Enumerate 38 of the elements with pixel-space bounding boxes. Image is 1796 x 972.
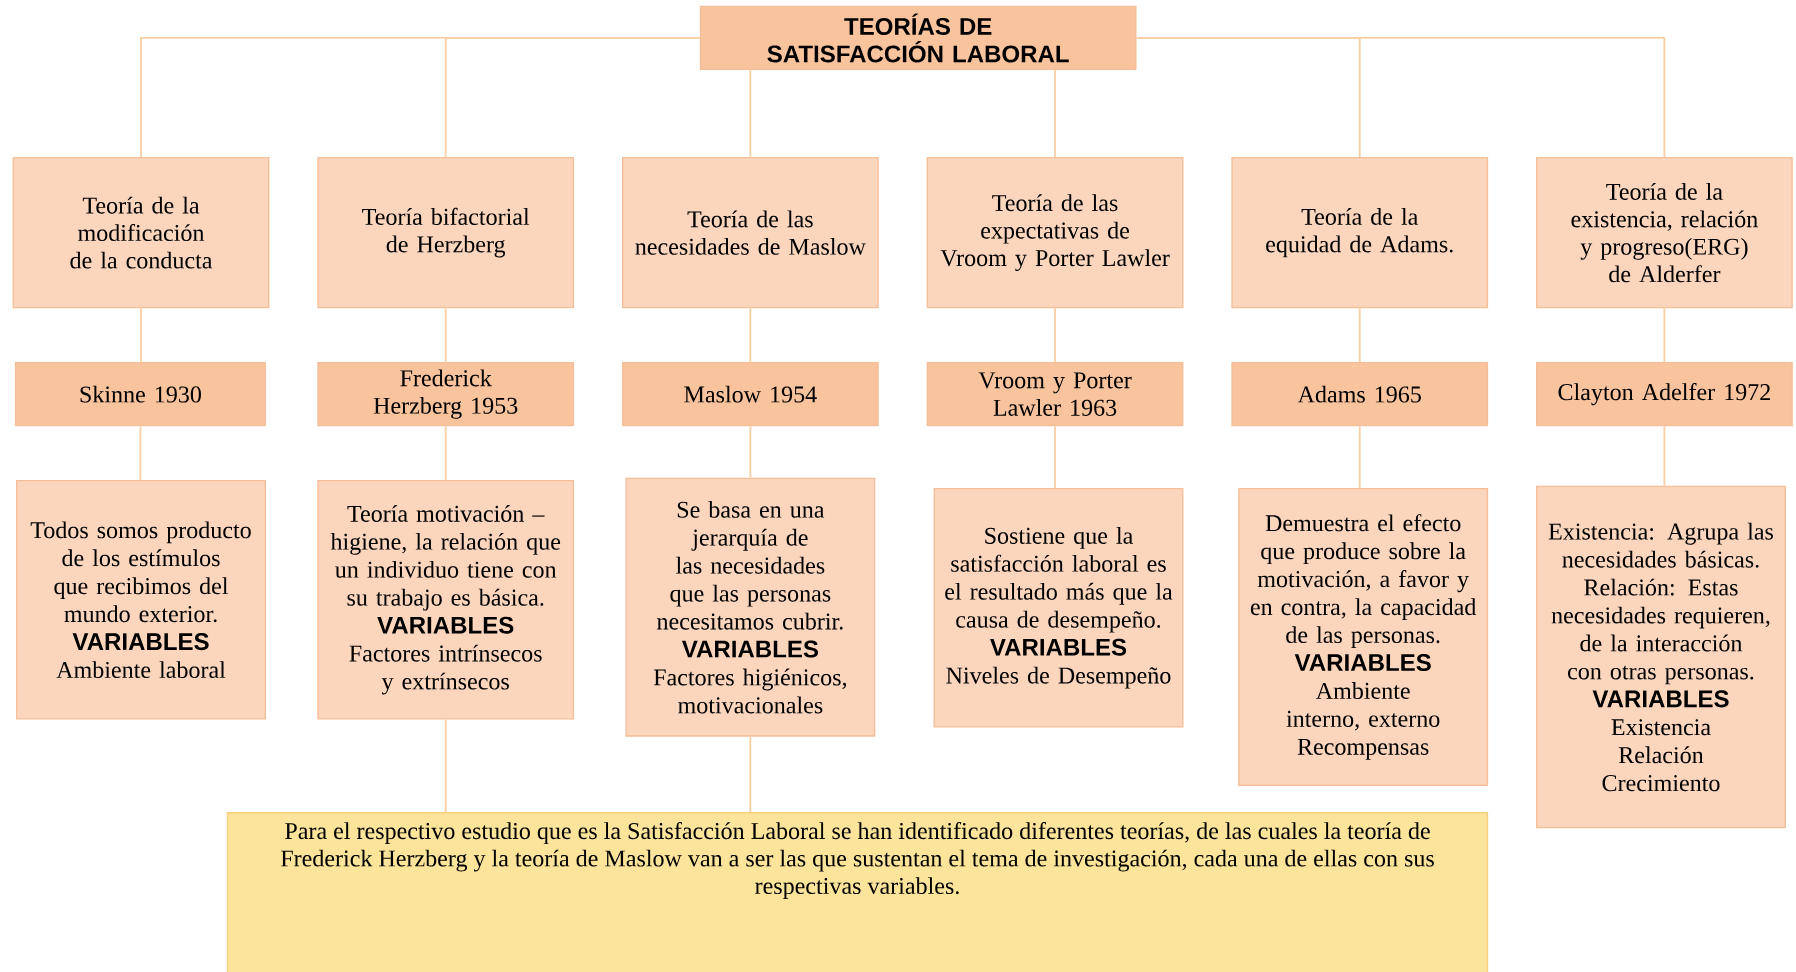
connector-line [1663, 425, 1666, 487]
author-box: Adams 1965 [1231, 361, 1489, 427]
note-box: Para el respectivo estudio que es la Satisfacción Laboral se han identificado diferentes teorías, de las cuales la teoría de Frederick Herzberg y la teoría de Maslow van a ser las que sustentan el tema de investigación, cada una de ellas con sus respectivas variables. [226, 811, 1489, 972]
connector-line [444, 425, 447, 481]
author-box: Maslow 1954 [621, 361, 879, 427]
connector-line [1358, 307, 1361, 363]
connector-line [749, 307, 752, 363]
description-box: Teoría motivación – higiene, la relación que un individuo tiene con su trabajo es básica. VARIABLES Factores intrínsecos y extrínsecos [317, 479, 575, 720]
connector-line [1135, 36, 1666, 158]
connector-line [444, 718, 447, 813]
connector-line [444, 36, 701, 158]
author-box: Frederick Herzberg 1953 [317, 361, 575, 427]
description-box: Sostiene que la satisfacción laboral es el resultado más que la causa de desempeño. VARIABLES Niveles de Desempeño [933, 487, 1184, 728]
theory-box: Teoría de la modificación de la conducta [12, 156, 270, 309]
connector-line [1054, 68, 1056, 158]
connector-line [1054, 307, 1056, 363]
connector-line [749, 68, 752, 158]
theory-box: Teoría de las necesidades de Maslow [621, 156, 879, 309]
connector-line [1663, 307, 1666, 363]
connector-line [1358, 425, 1361, 489]
connector-line [749, 735, 752, 813]
description-box: Todos somos producto de los estímulos que recibimos del mundo exterior. VARIABLES Ambiente laboral [16, 479, 266, 720]
description-box: Existencia: Agrupa las necesidades básicas. Relación: Estas necesidades requieren, de la interacción con otras personas. VARIABLES Existencia Relación Crecimiento [1536, 485, 1786, 829]
connector-line [140, 307, 142, 363]
description-box: Demuestra el efecto que produce sobre la motivación, a favor y en contra, la capacidad de las personas. VARIABLES Ambiente interno, externo Recompensas [1238, 487, 1489, 786]
author-box: Skinne 1930 [14, 361, 266, 427]
author-box: Vroom y Porter Lawler 1963 [926, 361, 1184, 427]
theory-box: Teoría de la equidad de Adams. [1231, 156, 1489, 309]
author-box: Clayton Adelfer 1972 [1536, 361, 1793, 427]
theory-box: Teoría de las expectativas de Vroom y Porter Lawler [926, 156, 1184, 309]
connector-line [1054, 425, 1056, 489]
theory-box: Teoría bifactorial de Herzberg [317, 156, 575, 309]
description-box: Se basa en una jerarquía de las necesidades que las personas necesitamos cubrir. VARIABLES Factores higiénicos, motivacionales [625, 477, 876, 737]
connector-line [139, 425, 142, 481]
connector-line [749, 425, 752, 479]
theory-box: Teoría de la existencia, relación y progreso(ERG) de Alderfer [1536, 156, 1793, 309]
connector-line [444, 307, 447, 363]
title-box: TEORÍAS DE SATISFACCIÓN LABORAL [699, 5, 1137, 70]
